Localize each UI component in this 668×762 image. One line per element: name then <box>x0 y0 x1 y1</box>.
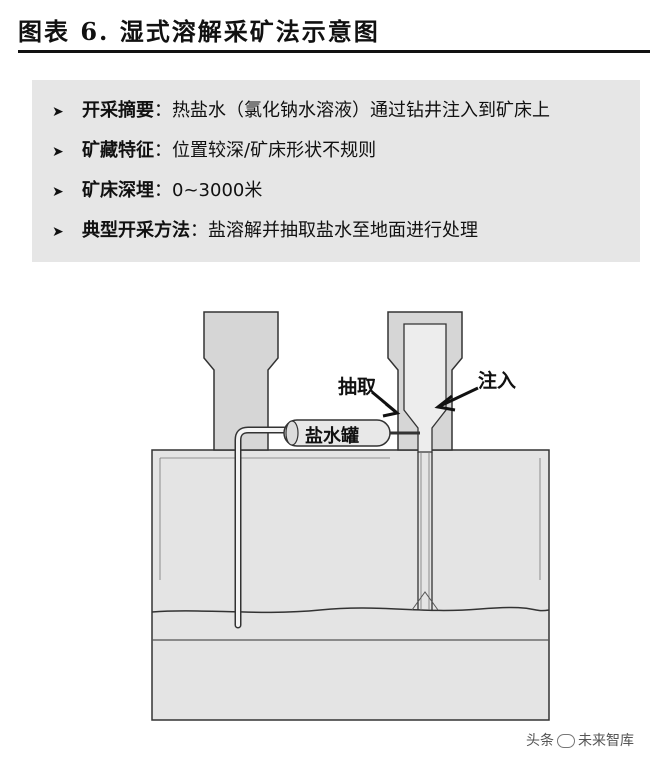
arrow-bullet-icon: ➤ <box>52 224 64 240</box>
cavity-outline <box>159 457 541 580</box>
summary-text: ：位置较深/矿床形状不规则 <box>154 140 377 161</box>
extraction-tower <box>203 311 279 451</box>
summary-label: 开采摘要 <box>82 100 154 121</box>
summary-text: ：热盐水（氯化钠水溶液）通过钻井注入到矿床上 <box>154 100 550 121</box>
extract-label: 抽取 <box>338 376 377 398</box>
brine-tank-label: 盐水罐 <box>305 426 359 447</box>
summary-list: ➤ 开采摘要：热盐水（氯化钠水溶液）通过钻井注入到矿床上 ➤ 矿藏特征：位置较深/矿… <box>32 80 640 258</box>
injection-well-inner <box>420 452 430 610</box>
inject-label: 注入 <box>478 370 517 392</box>
arrow-bullet-icon: ➤ <box>52 144 64 160</box>
summary-item: ➤ 典型开采方法：盐溶解并抽取盐水至地面进行处理 <box>52 218 640 258</box>
inject-arrowhead <box>434 394 456 412</box>
summary-panel: ➤ 开采摘要：热盐水（氯化钠水溶液）通过钻井注入到矿床上 ➤ 矿藏特征：位置较深/矿… <box>32 80 640 262</box>
arrow-bullet-icon: ➤ <box>52 184 64 200</box>
summary-label: 矿床深埋 <box>82 180 154 201</box>
title-rule <box>18 50 650 53</box>
summary-label: 典型开采方法 <box>82 220 190 241</box>
well-bottom-flare <box>411 591 439 611</box>
ground-block <box>151 449 550 721</box>
summary-label: 矿藏特征 <box>82 140 154 161</box>
injection-well-pipe <box>417 452 433 610</box>
brine-tank-end <box>285 420 299 446</box>
extraction-pipe <box>236 428 288 627</box>
extract-arrowhead <box>382 402 401 418</box>
summary-item: ➤ 矿藏特征：位置较深/矿床形状不规则 <box>52 138 640 178</box>
inject-arrow <box>439 386 479 408</box>
summary-text: ：0~3000米 <box>154 180 263 201</box>
watermark-right: 未来智库 <box>578 733 634 749</box>
watermark: 头条 未来智库 <box>526 730 634 750</box>
mining-diagram: 抽取 注入 盐水罐 <box>0 280 668 762</box>
arrow-bullet-icon: ➤ <box>52 104 64 120</box>
summary-item: ➤ 开采摘要：热盐水（氯化钠水溶液）通过钻井注入到矿床上 <box>52 98 640 138</box>
deposit-boundary <box>151 606 550 614</box>
watermark-left: 头条 <box>526 733 554 749</box>
figure-title: 图表 6. 湿式溶解采矿法示意图 <box>18 17 380 46</box>
mining-diagram-svg <box>151 311 550 721</box>
summary-text: ：盐溶解并抽取盐水至地面进行处理 <box>190 220 478 241</box>
chat-bubble-icon <box>557 734 575 748</box>
summary-item: ➤ 矿床深埋：0~3000米 <box>52 178 640 218</box>
